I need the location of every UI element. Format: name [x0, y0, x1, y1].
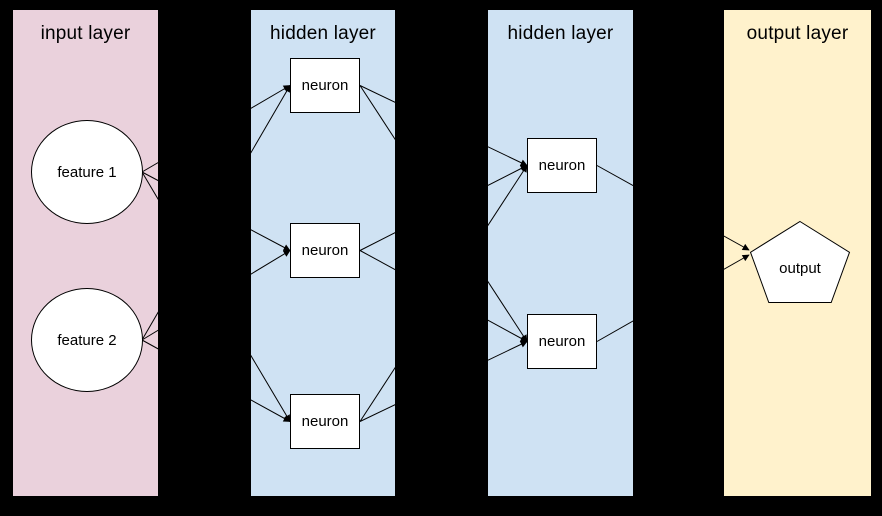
- panel-title-hidden-layer-1: hidden layer: [270, 23, 376, 44]
- hidden1-neuron-2-label: neuron: [301, 242, 349, 259]
- feature-1-label: feature 1: [57, 163, 117, 181]
- edge-h2n1-to-out1: [596, 165, 750, 251]
- panel-title-output-layer: output layer: [746, 23, 849, 44]
- panel-title-hidden-layer-2: hidden layer: [507, 23, 614, 44]
- hidden1-neuron-2-node: neuron: [290, 223, 360, 278]
- hidden1-neuron-3-node: neuron: [290, 394, 360, 449]
- edge-h2n2-to-out1: [596, 254, 750, 342]
- edge-h1n1-to-h2n1: [359, 85, 528, 166]
- edge-h1n3-to-h2n1: [359, 164, 528, 422]
- feature-1-node: feature 1: [31, 120, 143, 224]
- edge-feature1-to-h1n2: [141, 171, 291, 251]
- edge-feature2-to-h1n2: [141, 250, 291, 341]
- edge-feature1-to-h1n1: [141, 85, 291, 173]
- panel-hidden-layer-2: hidden layer: [488, 10, 633, 496]
- hidden2-neuron-1-node: neuron: [527, 138, 597, 193]
- hidden2-neuron-2-label: neuron: [538, 333, 586, 350]
- output-node: output: [749, 220, 851, 303]
- hidden2-neuron-2-node: neuron: [527, 314, 597, 369]
- feature-2-node: feature 2: [31, 288, 143, 392]
- edge-h1n2-to-h2n2: [359, 250, 528, 342]
- edge-feature2-to-h1n3: [141, 339, 291, 422]
- edge-h1n1-to-h2n2: [359, 85, 528, 343]
- panel-title-input-layer: input layer: [40, 23, 131, 44]
- panel-input-layer: input layer: [13, 10, 158, 496]
- hidden2-neuron-1-label: neuron: [538, 157, 586, 174]
- edge-h1n2-to-h2n1: [359, 165, 528, 251]
- feature-2-label: feature 2: [57, 331, 117, 349]
- hidden1-neuron-1-label: neuron: [301, 77, 349, 94]
- hidden1-neuron-3-label: neuron: [301, 413, 349, 430]
- edge-feature1-to-h1n3: [141, 171, 291, 423]
- hidden1-neuron-1-node: neuron: [290, 58, 360, 113]
- edge-feature2-to-h1n1: [141, 84, 291, 341]
- edge-h1n3-to-h2n2: [359, 341, 528, 422]
- output-pentagon-shape: [749, 220, 851, 303]
